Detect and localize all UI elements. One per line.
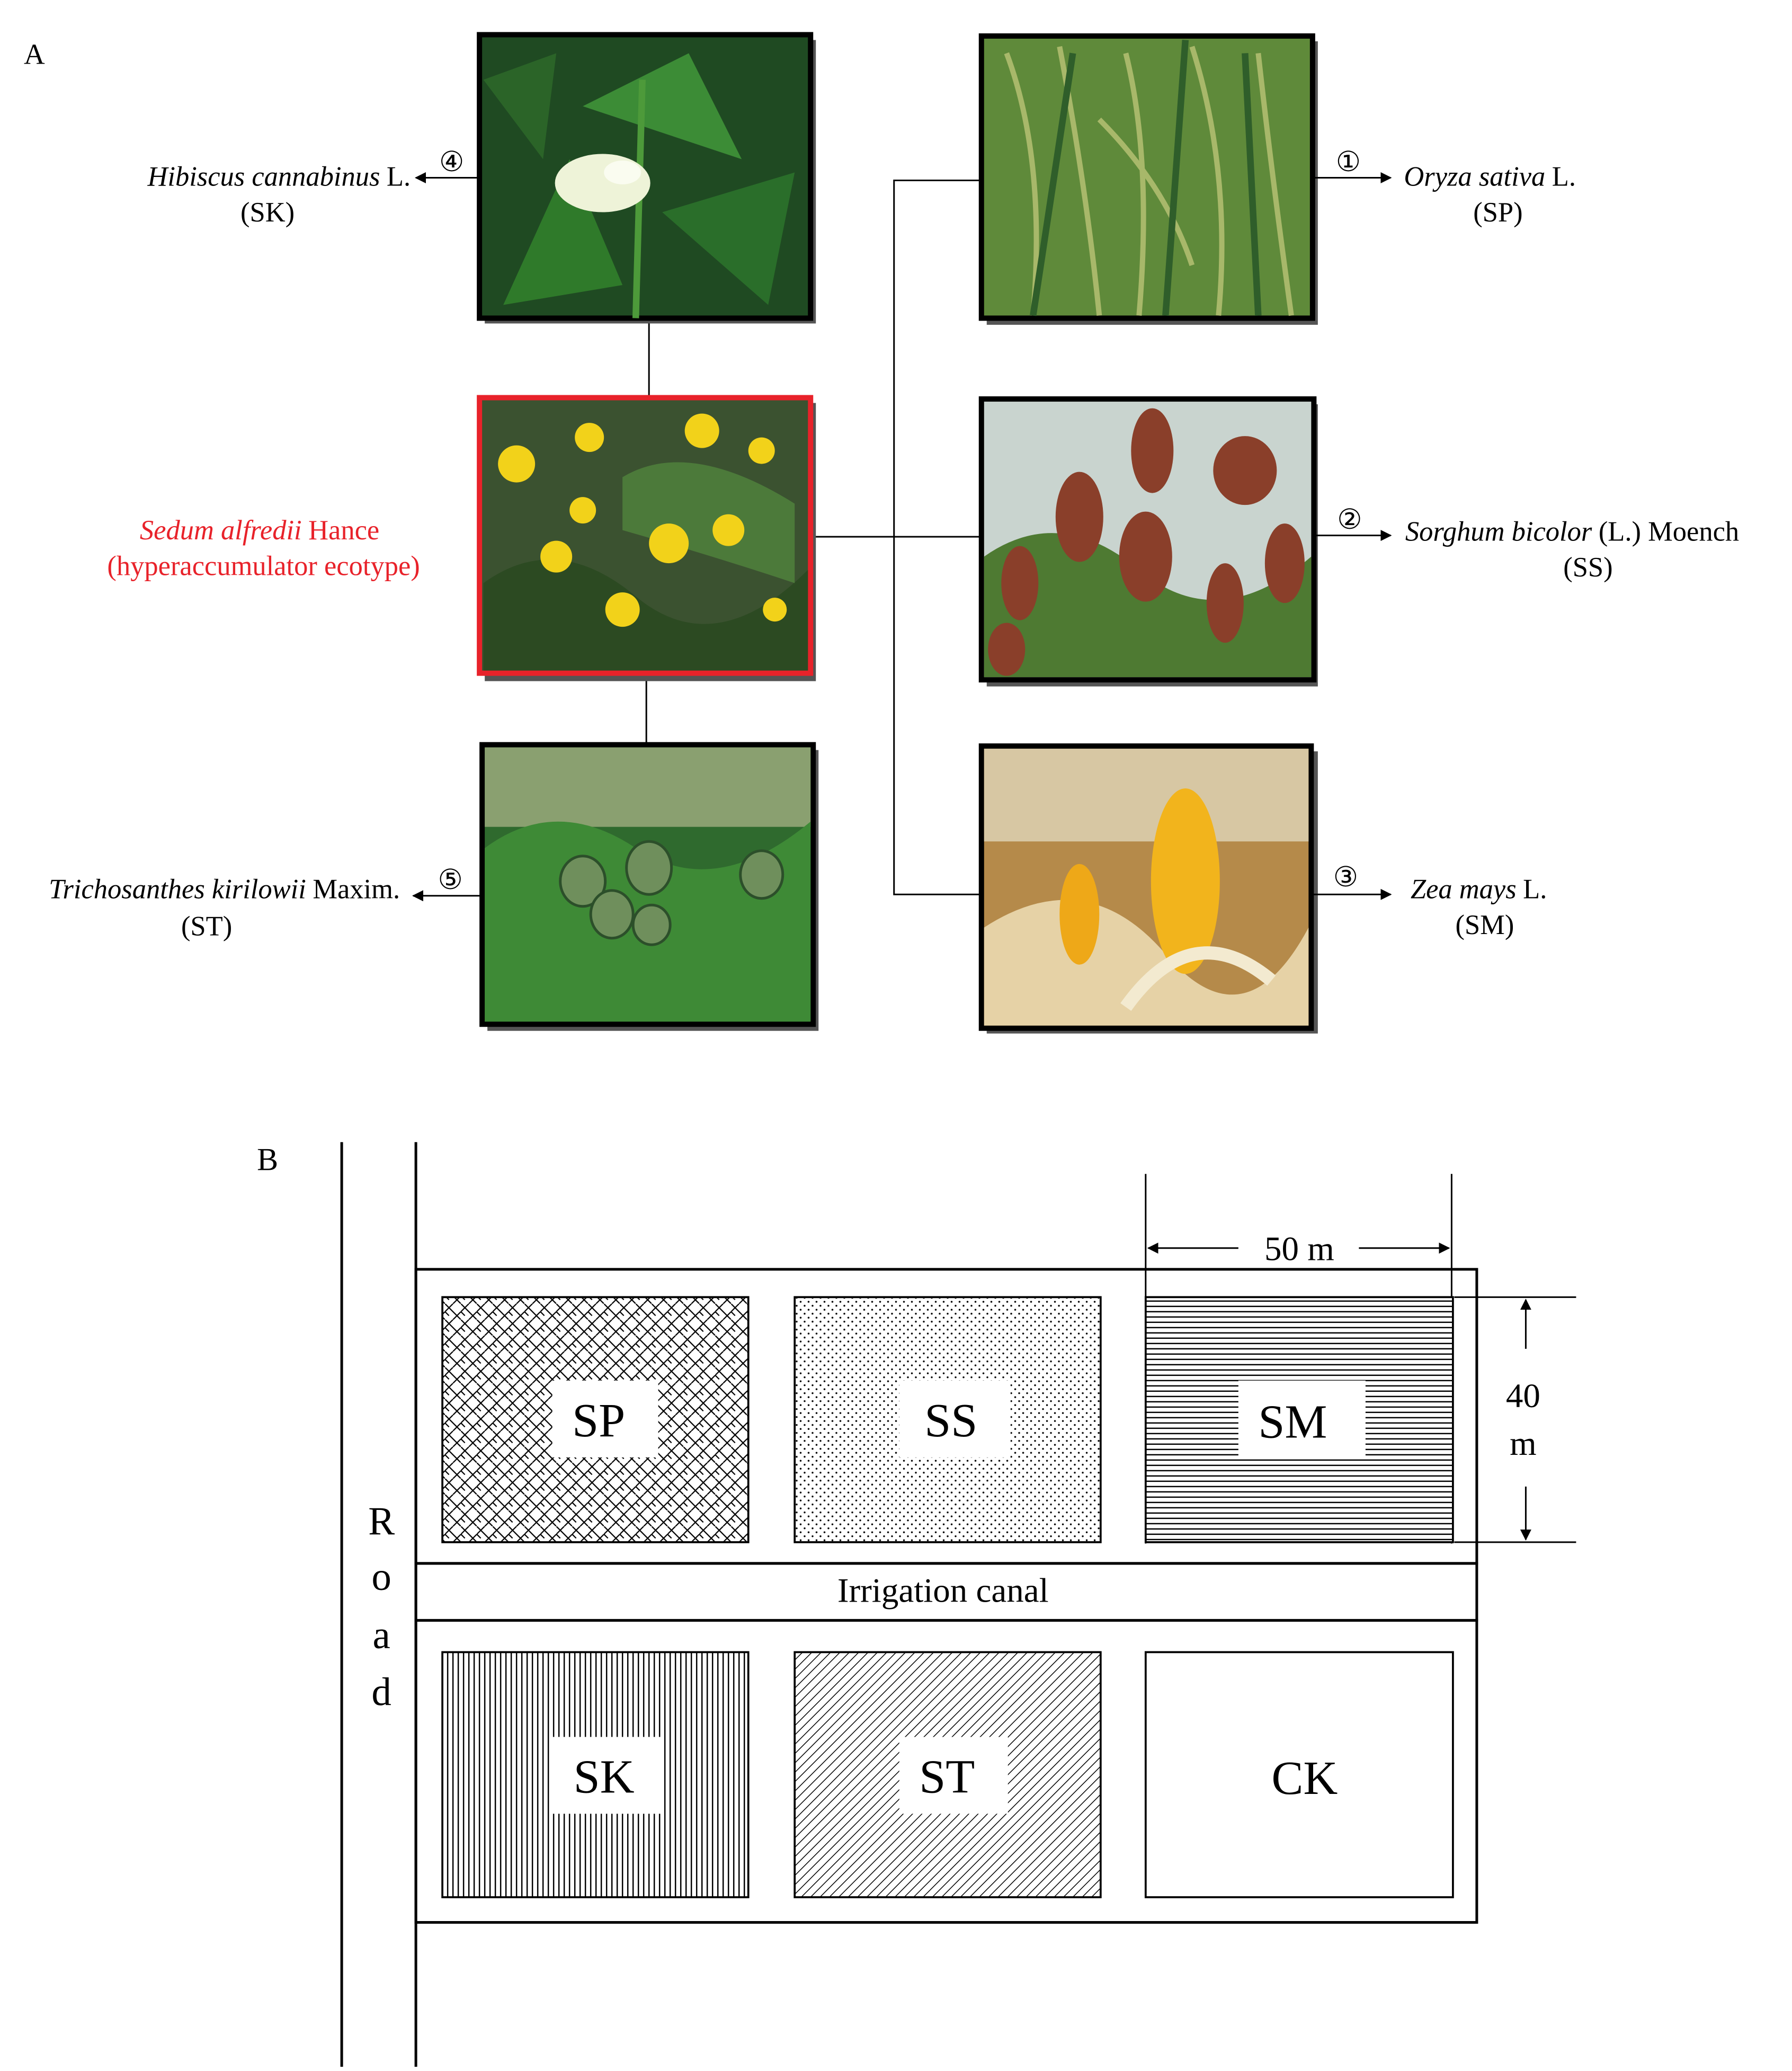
panel-b-label: B (257, 1142, 278, 1177)
height-dim-unit: m (1510, 1425, 1537, 1463)
marker-st: ⑤ (438, 865, 463, 895)
panel-a-label: A (24, 38, 45, 70)
marker-sk: ④ (439, 147, 464, 177)
plot-sm-label: SM (1258, 1396, 1327, 1448)
plot-sk-label: SK (574, 1750, 635, 1803)
species-ss-authority: (L.) Moench (1599, 517, 1739, 547)
center-species-authority: Hance (308, 515, 379, 546)
plot-ss: SS (794, 1296, 1102, 1543)
code-sk: (SK) (240, 197, 295, 228)
road-letter-a: a (372, 1613, 390, 1657)
code-ss: (SS) (1563, 552, 1612, 583)
field-outline (414, 1268, 1478, 1924)
plot-st: ST (794, 1651, 1102, 1898)
road-letter-r: R (368, 1499, 395, 1543)
plot-ss-label: SS (924, 1394, 977, 1447)
species-ss-name: Sorghum bicolor (1405, 517, 1592, 547)
road-letter-o: o (371, 1555, 391, 1599)
species-st-name: Trichosanthes kirilowii (49, 874, 306, 905)
road-letter-d: d (371, 1670, 391, 1714)
center-species-name: Sedum alfredii (140, 515, 302, 546)
plot-sk: SK (441, 1651, 750, 1898)
canal-label: Irrigation canal (837, 1571, 1049, 1610)
plot-sp-label: SP (572, 1394, 625, 1447)
height-dim-number: 40 (1506, 1377, 1540, 1415)
photo-trichosanthes (479, 742, 819, 1031)
plot-sp: SP (441, 1296, 750, 1543)
photo-sorghum (978, 396, 1318, 687)
width-dim-label: 50 m (1264, 1230, 1334, 1268)
connector-lines (645, 180, 983, 895)
photo-sedum (477, 395, 816, 681)
species-sp-authority: L. (1552, 162, 1576, 192)
marker-sm: ③ (1333, 862, 1358, 893)
photo-hibiscus (477, 32, 816, 324)
species-ss: Sorghum bicolor(L.) Moench (1405, 517, 1739, 547)
dimension-height (1454, 1296, 1576, 1543)
code-st: (ST) (181, 911, 232, 942)
plot-ck: CK (1144, 1651, 1454, 1898)
plot-sm: SM (1144, 1296, 1454, 1543)
marker-ss: ② (1337, 504, 1362, 535)
plot-ck-label: CK (1271, 1752, 1338, 1805)
marker-sp: ① (1336, 147, 1361, 177)
species-sk-name: Hibiscus cannabinus (147, 162, 380, 192)
photo-corn (978, 743, 1318, 1034)
code-sp: (SP) (1473, 197, 1522, 228)
center-species-note: (hyperaccumulator ecotype) (107, 551, 420, 582)
road (340, 1142, 417, 2067)
species-st-authority: Maxim. (313, 874, 400, 905)
plot-st-label: ST (919, 1750, 975, 1803)
species-sk-authority: L. (387, 162, 411, 192)
species-sm-name: Zea mays (1411, 874, 1517, 905)
species-sm-authority: L. (1523, 874, 1547, 905)
species-sp-name: Oryza sativa (1404, 162, 1545, 192)
road-label: R o a d (368, 1499, 395, 1714)
code-sm: (SM) (1455, 910, 1514, 940)
photo-rice (978, 33, 1318, 325)
